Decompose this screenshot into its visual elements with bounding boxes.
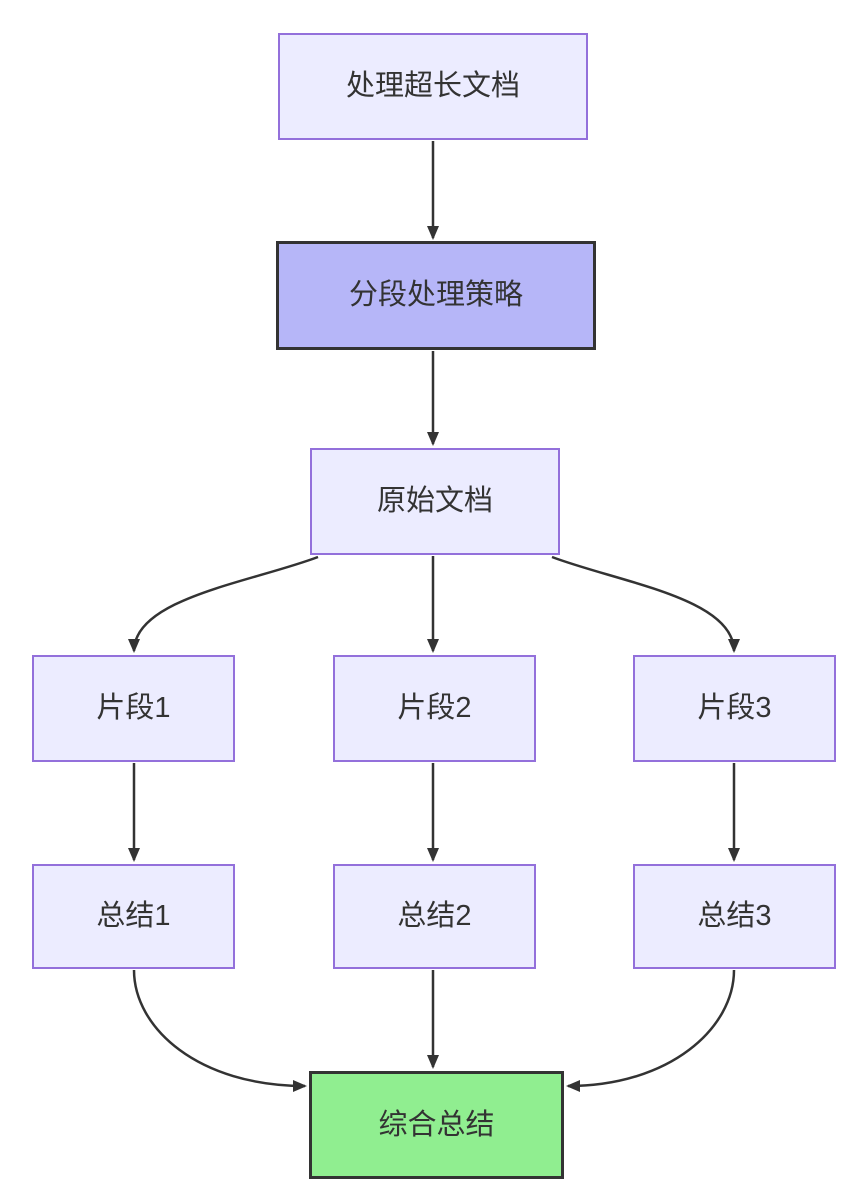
node-original-document: 原始文档 — [310, 448, 560, 555]
node-summary-3: 总结3 — [633, 864, 836, 969]
node-fragment-3-label: 片段3 — [697, 692, 772, 724]
node-summary-1: 总结1 — [32, 864, 235, 969]
arrow-original-to-chunk3 — [551, 555, 740, 653]
node-final-summary-label: 综合总结 — [378, 1108, 495, 1141]
node-summary-1-label: 总结1 — [96, 900, 171, 932]
node-final-summary: 综合总结 — [309, 1071, 564, 1179]
node-original-document-label: 原始文档 — [376, 485, 493, 517]
arrow-original-to-chunk1 — [128, 555, 319, 653]
node-fragment-2: 片段2 — [333, 655, 536, 762]
node-fragment-1-label: 片段1 — [96, 692, 171, 724]
node-fragment-1: 片段1 — [32, 655, 235, 762]
node-summary-3-label: 总结3 — [697, 900, 772, 932]
node-handle-long-document: 处理超长文档 — [278, 33, 588, 140]
node-handle-long-document-label: 处理超长文档 — [345, 70, 520, 102]
arrow-summary3-to-final — [566, 969, 736, 1092]
node-segmentation-strategy-label: 分段处理策略 — [348, 279, 523, 311]
node-summary-2-label: 总结2 — [397, 900, 472, 932]
node-fragment-2-label: 片段2 — [397, 692, 472, 724]
node-segmentation-strategy: 分段处理策略 — [276, 241, 596, 350]
arrow-summary1-to-final — [132, 969, 307, 1092]
node-fragment-3: 片段3 — [633, 655, 836, 762]
node-summary-2: 总结2 — [333, 864, 536, 969]
